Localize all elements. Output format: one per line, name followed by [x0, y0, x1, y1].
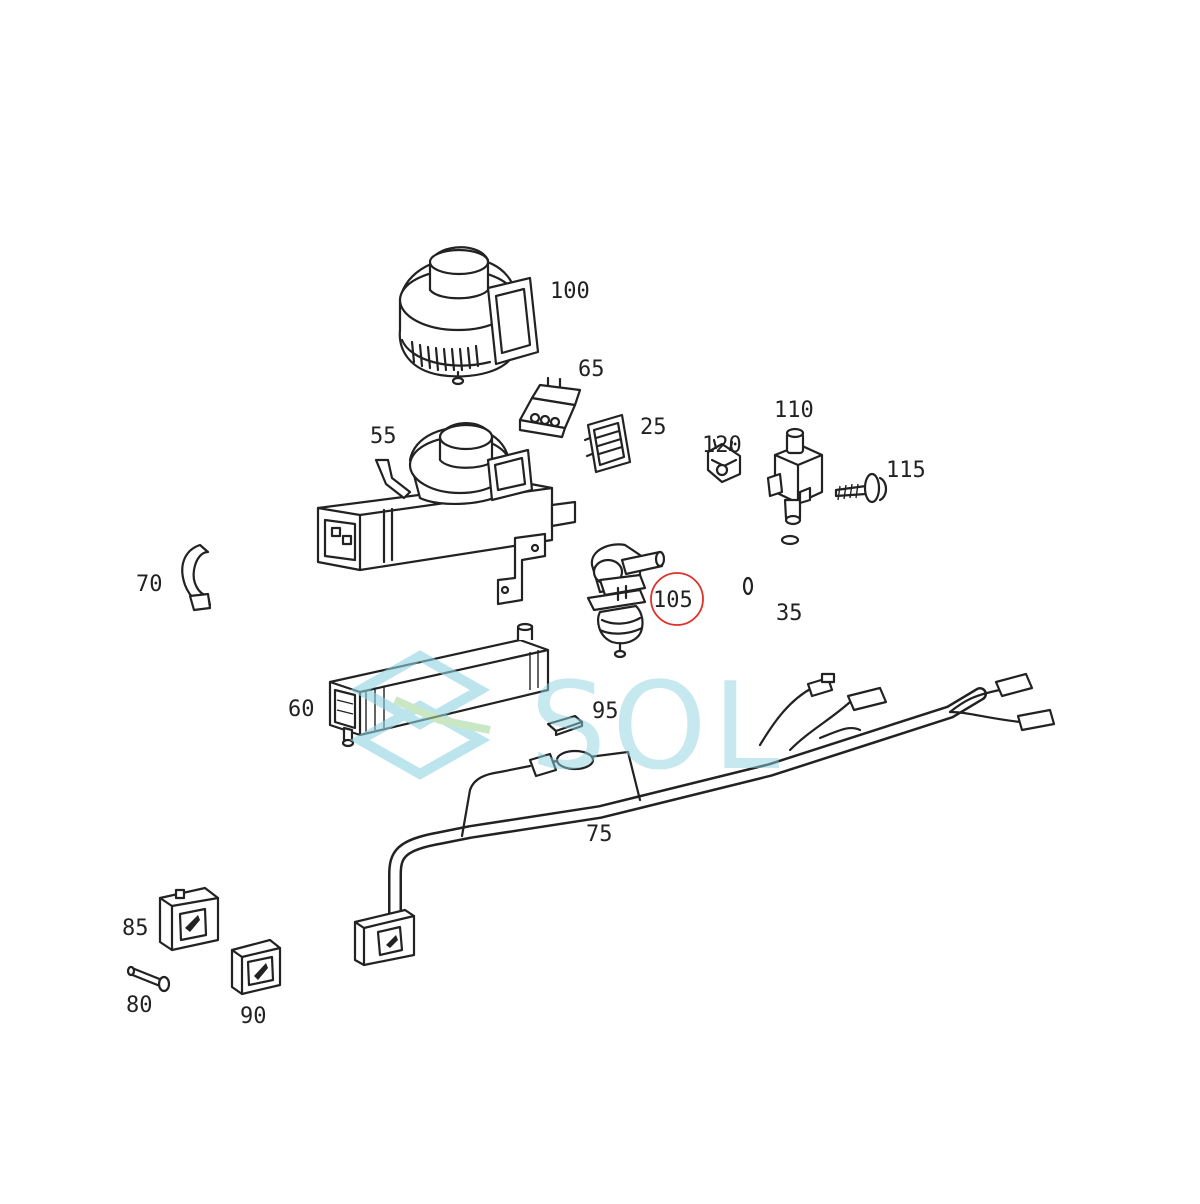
label-70: 70 — [136, 572, 163, 597]
label-115: 115 — [886, 458, 926, 483]
part-70-clip — [181, 543, 212, 612]
part-95-fuse — [546, 714, 584, 737]
label-75: 75 — [586, 822, 613, 847]
label-65: 65 — [578, 357, 605, 382]
part-100-blower-motor — [398, 246, 540, 386]
part-90-connector-housing — [230, 938, 282, 996]
label-105: 105 — [653, 588, 693, 613]
part-60-heater-core — [328, 622, 550, 748]
label-35: 35 — [776, 601, 803, 626]
label-90: 90 — [240, 1004, 267, 1029]
watermark-text: SOL — [530, 658, 785, 797]
part-25-grille — [583, 413, 632, 474]
label-60: 60 — [288, 697, 315, 722]
part-75-wiring-harness — [353, 672, 1056, 967]
part-35-hose — [742, 534, 800, 596]
label-95: 95 — [592, 699, 619, 724]
part-80-pin — [126, 965, 171, 993]
label-100: 100 — [550, 279, 590, 304]
label-55: 55 — [370, 424, 397, 449]
label-85: 85 — [122, 916, 149, 941]
part-55-blower-assembly — [316, 422, 577, 606]
part-65-resistor — [518, 376, 582, 439]
label-120: 120 — [702, 433, 742, 458]
part-120-connector — [706, 438, 742, 484]
part-110-solenoid-valve — [766, 427, 824, 526]
label-80: 80 — [126, 993, 153, 1018]
part-85-connector-housing — [158, 886, 220, 952]
label-110: 110 — [774, 398, 814, 423]
part-115-screw — [834, 472, 888, 504]
part-105-water-valve — [586, 543, 666, 659]
label-25: 25 — [640, 415, 667, 440]
watermark-logo — [349, 650, 491, 780]
highlight-circle-105 — [650, 572, 704, 626]
